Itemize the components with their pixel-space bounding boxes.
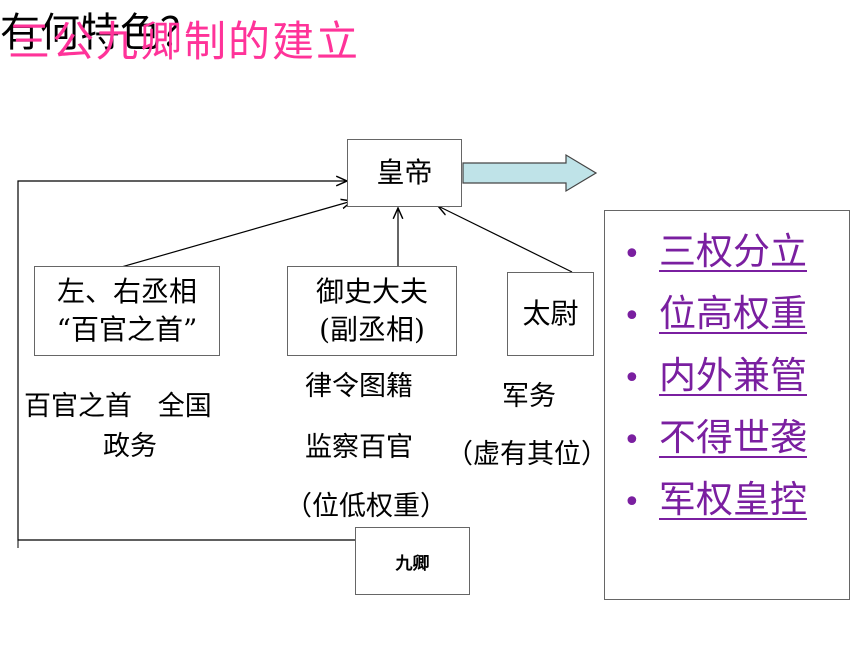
censor-duty-3: （位低权重） bbox=[285, 491, 447, 522]
chancellor-label-1: 左、右丞相 bbox=[56, 275, 197, 308]
emperor-box: 皇帝 bbox=[347, 139, 462, 207]
bullet-icon: • bbox=[623, 237, 641, 272]
feature-item: • 位高权重 bbox=[623, 283, 807, 337]
question-heading: 有何特色？ bbox=[0, 10, 200, 56]
censor-duty-1: 律令图籍 bbox=[305, 371, 413, 402]
censor-label-1: 御史大夫 bbox=[315, 275, 428, 308]
chancellor-duty-1: 百官之首 全国 bbox=[24, 391, 212, 422]
feature-link[interactable]: 军权皇控 bbox=[659, 478, 807, 521]
commandant-duty-1: 军务 bbox=[502, 381, 556, 412]
nine-ministers-box: 九卿 bbox=[355, 527, 470, 595]
feature-link[interactable]: 内外兼管 bbox=[659, 354, 807, 397]
censor-label-2: (副丞相) bbox=[319, 313, 425, 346]
nine-ministers-connector bbox=[17, 181, 356, 541]
bullet-icon: • bbox=[623, 299, 641, 334]
chancellor-box: 左、右丞相 “百官之首” bbox=[34, 266, 220, 356]
feature-link[interactable]: 三权分立 bbox=[659, 230, 807, 273]
block-arrow bbox=[462, 153, 598, 193]
bullet-icon: • bbox=[623, 423, 641, 458]
chancellor-arrow bbox=[117, 201, 352, 269]
bullet-icon: • bbox=[623, 361, 641, 396]
feature-item: • 不得世袭 bbox=[623, 407, 807, 461]
chancellor-label-2: “百官之首” bbox=[56, 313, 198, 346]
censor-box: 御史大夫 (副丞相) bbox=[287, 266, 457, 356]
feature-item: • 内外兼管 bbox=[623, 345, 807, 399]
features-list: • 三权分立 • 位高权重 • 内外兼管 • 不得世袭 • 军权皇控 bbox=[604, 210, 850, 600]
commandant-label: 太尉 bbox=[522, 297, 579, 330]
censor-duty-2: 监察百官 bbox=[305, 432, 413, 463]
bullet-icon: • bbox=[623, 485, 641, 520]
feature-link[interactable]: 位高权重 bbox=[659, 292, 807, 335]
chancellor-duty-2: 政务 bbox=[103, 431, 157, 462]
nine-ministers-label: 九卿 bbox=[395, 553, 430, 574]
feature-item: • 军权皇控 bbox=[623, 469, 807, 523]
page-title: 三公九卿制的建立 bbox=[8, 17, 361, 66]
emperor-label: 皇帝 bbox=[376, 156, 433, 189]
commandant-box: 太尉 bbox=[507, 272, 594, 356]
commandant-duty-2: （虚有其位） bbox=[446, 439, 608, 470]
commandant-arrow bbox=[438, 206, 573, 273]
feature-item: • 三权分立 bbox=[623, 221, 807, 275]
feature-link[interactable]: 不得世袭 bbox=[659, 416, 807, 459]
